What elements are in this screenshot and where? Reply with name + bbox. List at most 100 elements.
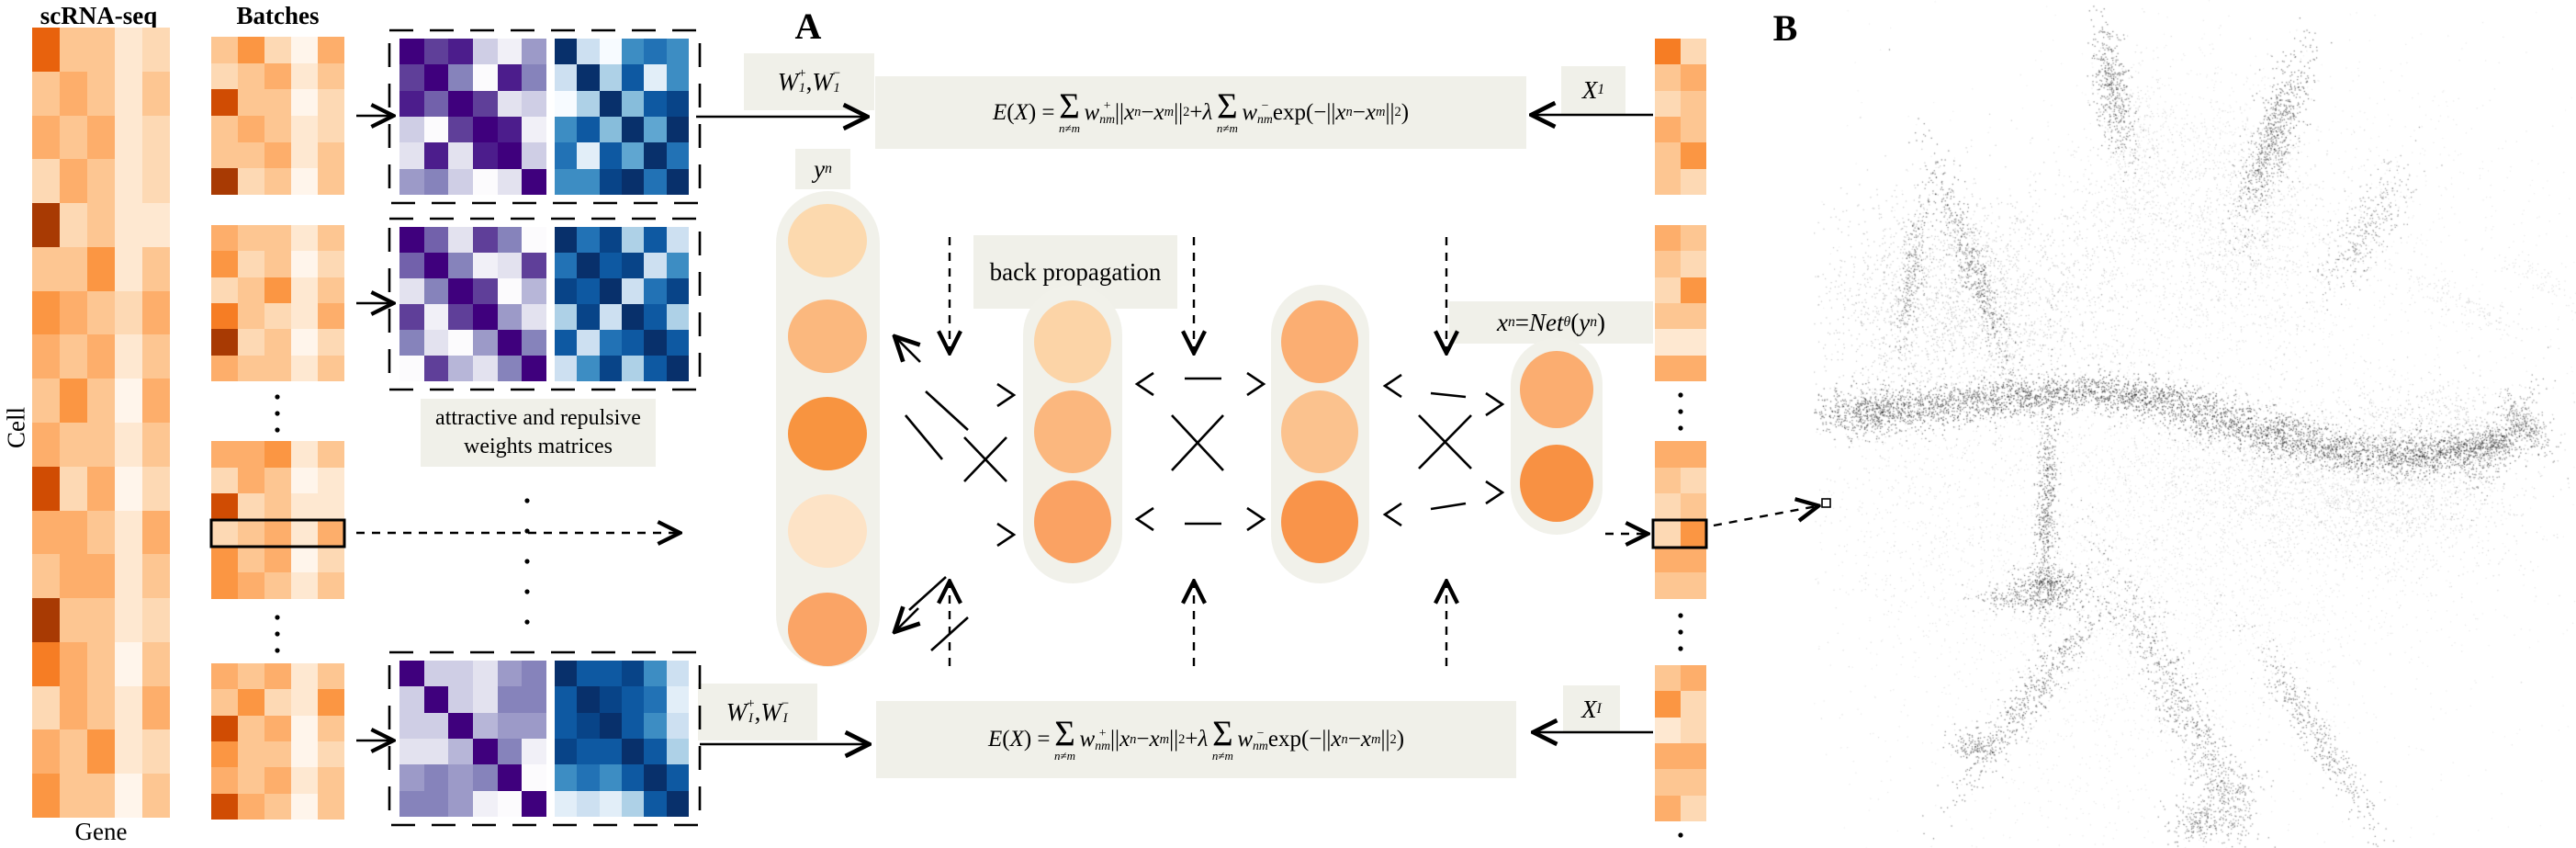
heatmap-cell — [1655, 355, 1681, 381]
heatmap-cell — [599, 738, 622, 765]
heatmap-cell — [1681, 142, 1706, 169]
neuron-node — [1034, 300, 1111, 383]
heatmap-cell — [622, 168, 645, 195]
weights-caption: attractive and repulsive weights matrice… — [421, 399, 656, 468]
heatmap-cell — [423, 90, 449, 117]
heatmap-cell — [211, 663, 238, 690]
heatmap-cell — [291, 467, 318, 494]
heatmap-cell — [399, 686, 424, 713]
heatmap-cell — [472, 356, 498, 381]
heatmap-cell — [497, 253, 523, 278]
heatmap-cell — [399, 253, 424, 278]
heatmap-cell — [522, 227, 546, 253]
heatmap-cell — [448, 142, 473, 169]
heatmap-cell — [522, 116, 546, 143]
heatmap-cell — [238, 62, 264, 90]
heatmap-cell — [666, 64, 689, 91]
heatmap-cell — [599, 253, 622, 278]
heatmap-cell — [318, 572, 344, 599]
heatmap-cell — [577, 39, 600, 65]
heatmap-cell — [555, 253, 578, 278]
heatmap-cell — [622, 90, 645, 117]
batches-title: Batches — [236, 2, 320, 29]
heatmap-cell — [399, 116, 424, 143]
heatmap-cell — [399, 168, 424, 195]
heatmap-cell — [666, 712, 689, 739]
heatmap-cell — [555, 168, 578, 195]
heatmap-cell — [32, 510, 60, 555]
heatmap-cell — [60, 685, 87, 730]
heatmap-cell — [211, 302, 238, 330]
heatmap-cell — [399, 712, 424, 739]
heatmap-cell — [87, 554, 115, 599]
heatmap-cell — [1655, 251, 1681, 277]
heatmap-cell — [497, 738, 523, 765]
heatmap-cell — [60, 554, 87, 599]
heatmap-cell — [291, 793, 318, 820]
heatmap-cell — [264, 225, 291, 252]
heatmap-cell — [291, 302, 318, 330]
heatmap-cell — [399, 304, 424, 330]
heatmap-cell — [264, 302, 291, 330]
heatmap-cell — [448, 304, 473, 330]
heatmap-cell — [291, 89, 318, 116]
heatmap-cell — [60, 729, 87, 775]
heatmap-cell — [1655, 441, 1681, 468]
heatmap-cell — [318, 115, 344, 142]
heatmap-cell — [622, 64, 645, 91]
heatmap-cell — [644, 712, 667, 739]
heatmap-cell — [87, 422, 115, 467]
heatmap-cell — [622, 790, 645, 817]
heatmap-cell — [238, 441, 264, 468]
neuron-node — [788, 204, 867, 277]
heatmap-cell — [238, 467, 264, 494]
heatmap-cell — [1681, 519, 1706, 547]
heatmap-cell — [1681, 795, 1706, 821]
heatmap-cell — [115, 466, 142, 511]
heatmap-cell — [577, 253, 600, 278]
heatmap-cell — [599, 712, 622, 739]
heatmap-cell — [211, 329, 238, 356]
heatmap-cell — [87, 159, 115, 204]
heatmap-cell — [264, 519, 291, 547]
weights-caption-line2: weights matrices — [464, 435, 613, 459]
heatmap-cell — [87, 290, 115, 335]
heatmap-cell — [666, 90, 689, 117]
heatmap-cell — [622, 39, 645, 65]
heatmap-cell — [238, 715, 264, 741]
batch-4-heatmap — [211, 663, 344, 820]
heatmap-cell — [291, 546, 318, 573]
heatmap-cell — [211, 37, 238, 63]
heatmap-cell — [115, 379, 142, 423]
heatmap-cell — [238, 302, 264, 330]
heatmap-cell — [291, 493, 318, 520]
heatmap-cell — [555, 790, 578, 817]
heatmap-cell — [264, 251, 291, 277]
heatmap-cell — [622, 227, 645, 253]
heatmap-cell — [32, 246, 60, 291]
heatmap-cell — [577, 168, 600, 195]
heatmap-cell — [318, 493, 344, 520]
network-connections — [896, 338, 1505, 651]
neuron-node — [788, 494, 867, 568]
heatmap-cell — [577, 142, 600, 169]
heatmap-cell — [644, 227, 667, 253]
heatmap-cell — [666, 790, 689, 817]
heatmap-cell — [115, 334, 142, 379]
heatmap-cell — [264, 663, 291, 690]
heatmap-cell — [1681, 39, 1706, 65]
heatmap-cell — [497, 764, 523, 791]
heatmap-cell — [291, 168, 318, 195]
heatmap-cell — [622, 356, 645, 381]
heatmap-cell — [622, 142, 645, 169]
heatmap-cell — [318, 467, 344, 494]
heatmap-cell — [87, 203, 115, 247]
heatmap-cell — [423, 64, 449, 91]
heatmap-cell — [238, 251, 264, 277]
heatmap-cell — [497, 227, 523, 253]
heatmap-cell — [1681, 277, 1706, 303]
heatmap-cell — [115, 71, 142, 116]
heatmap-cell — [264, 741, 291, 768]
heatmap-cell — [448, 253, 473, 278]
